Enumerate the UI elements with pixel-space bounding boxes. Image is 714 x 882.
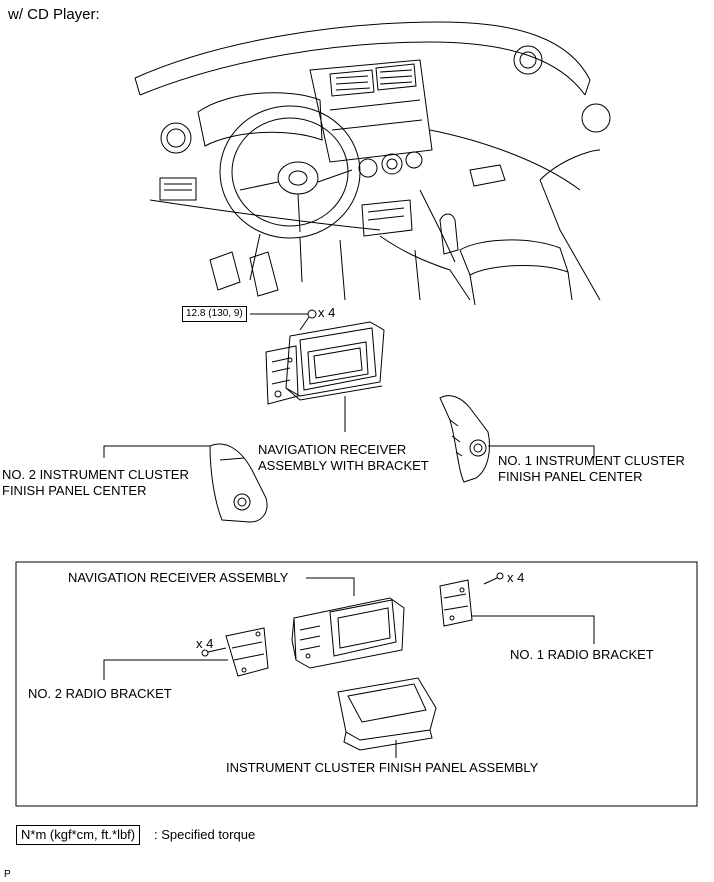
leader-no1-radio (472, 615, 595, 644)
leader-no1-cluster (488, 445, 595, 458)
leader-no2-cluster (103, 445, 210, 458)
screw-count-right: x 4 (507, 570, 525, 585)
label-no2-cluster-panel: NO. 2 INSTRUMENT CLUSTER FINISH PANEL CE… (2, 467, 189, 498)
label-nav-receiver: NAVIGATION RECEIVER ASSEMBLY (68, 570, 289, 585)
no2-radio-bracket (225, 627, 269, 677)
label-no1-cluster-panel: NO. 1 INSTRUMENT CLUSTER FINISH PANEL CE… (498, 453, 685, 484)
torque-callout: 12.8 (130, 9) (182, 306, 247, 322)
screw-count-top: x 4 (318, 305, 336, 320)
dashboard-illustration (134, 21, 611, 306)
no2-cluster-panel (209, 443, 268, 523)
label-no1-radio-bracket: NO. 1 RADIO BRACKET (510, 647, 654, 662)
exploded-view-frame (15, 561, 698, 807)
screw-right (483, 572, 504, 585)
leader-no2-radio (103, 659, 228, 680)
no1-radio-bracket (439, 579, 473, 627)
legend-torque-box: N*m (kgf*cm, ft.*lbf) (16, 825, 141, 845)
label-no2-radio-bracket: NO. 2 RADIO BRACKET (28, 686, 172, 701)
nav-receiver-with-bracket (265, 321, 385, 405)
leader-nav-receiver (306, 577, 355, 596)
screw-left (201, 647, 227, 657)
torque-screw-top (250, 309, 317, 331)
cluster-finish-panel (337, 677, 437, 751)
no1-cluster-panel (439, 395, 490, 483)
screw-count-left: x 4 (196, 636, 214, 651)
footer-code: P (4, 869, 11, 880)
label-cluster-finish-panel: INSTRUMENT CLUSTER FINISH PANEL ASSEMBLY (226, 760, 539, 775)
page-title: w/ CD Player: (8, 6, 100, 23)
nav-receiver (291, 597, 405, 669)
label-nav-receiver-bracket: NAVIGATION RECEIVER ASSEMBLY WITH BRACKE… (258, 442, 429, 473)
legend-description: : Specified torque (154, 827, 256, 842)
